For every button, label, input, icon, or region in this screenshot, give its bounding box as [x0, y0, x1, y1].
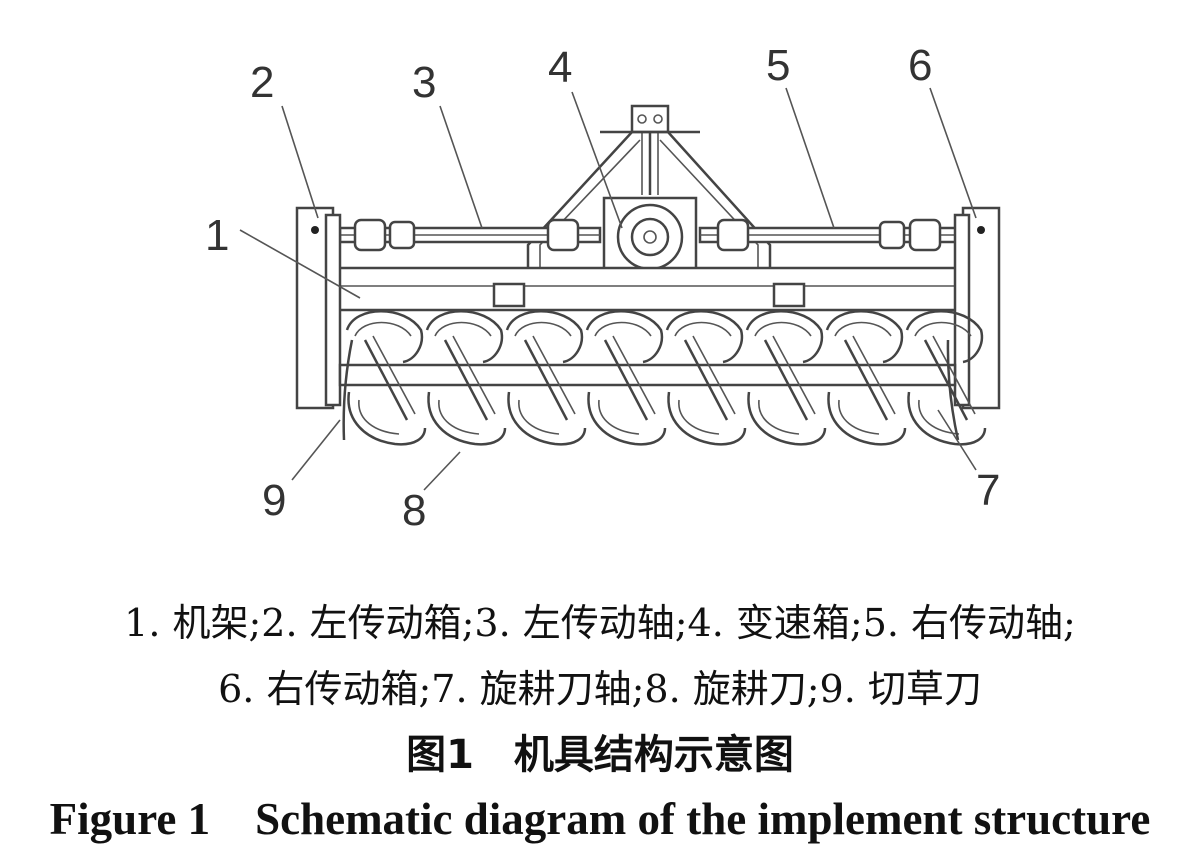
callout-3: 3	[412, 58, 436, 107]
callout-1: 1	[205, 211, 229, 260]
rotary-blade	[354, 321, 412, 337]
rotary-blade	[594, 321, 652, 337]
rotary-blade	[914, 321, 972, 337]
callout-4: 4	[548, 43, 572, 92]
rotary-blade	[443, 339, 489, 421]
side-drive-boxes	[295, 206, 1001, 410]
rotary-blade	[834, 321, 892, 337]
callout-9: 9	[262, 476, 286, 525]
rotary-blade	[518, 399, 560, 435]
rotary-blade	[667, 391, 747, 446]
figure-title-chinese: 图1 机具结构示意图	[406, 732, 794, 778]
rotary-blade	[843, 339, 889, 421]
rotary-blade	[523, 339, 569, 421]
rotary-blade	[505, 310, 584, 364]
rotary-blade	[747, 391, 827, 446]
rotary-blade	[434, 321, 492, 337]
rotary-blade	[358, 399, 400, 435]
rotary-blade	[827, 391, 907, 446]
rotary-blade	[825, 310, 904, 364]
grass-cutter-blade	[946, 339, 960, 441]
rotary-blade	[923, 339, 969, 421]
rotary-blades	[342, 310, 987, 446]
legend-line-1: 1. 机架;2. 左传动箱;3. 左传动轴;4. 变速箱;5. 右传动轴;	[124, 601, 1076, 645]
rotary-blade	[665, 310, 744, 364]
rotary-blade	[683, 339, 729, 421]
rotary-blade	[763, 339, 809, 421]
rotary-blade	[932, 335, 976, 415]
rotary-blade	[587, 391, 667, 446]
figure-title-english: Figure 1 Schematic diagram of the implem…	[49, 794, 1151, 844]
rotary-blade	[372, 335, 416, 415]
callout-8: 8	[402, 486, 426, 535]
rotary-blade	[363, 339, 409, 421]
callout-7: 7	[976, 466, 1000, 515]
blade-shaft	[338, 363, 957, 387]
grass-cutter-blade	[342, 339, 354, 441]
rotary-blade	[772, 335, 816, 415]
leader-lines	[239, 87, 977, 491]
rotary-blade	[838, 399, 880, 435]
universal-joints	[353, 218, 942, 252]
rotary-blade	[907, 391, 987, 446]
callout-labels: 1 2 3 4 5 6 7 8 9	[205, 41, 1000, 535]
rotary-blade	[425, 310, 504, 364]
rotary-blade	[612, 335, 656, 415]
rotary-blade	[598, 399, 640, 435]
callout-2: 2	[250, 58, 274, 107]
rotary-blade	[438, 399, 480, 435]
rotary-blade	[427, 391, 507, 446]
rotary-blade	[674, 321, 732, 337]
implement-structure-diagram: 1 2 3 4 5 6 7 8 9	[205, 41, 1001, 535]
rotary-blade	[514, 321, 572, 337]
callout-5: 5	[766, 41, 790, 90]
legend-line-2: 6. 右传动箱;7. 旋耕刀轴;8. 旋耕刀;9. 切草刀	[218, 667, 982, 711]
rotary-blade	[745, 310, 824, 364]
rotary-blade	[585, 310, 664, 364]
rotary-blade	[754, 321, 812, 337]
rotary-blade	[347, 391, 427, 446]
rotary-blade	[852, 335, 896, 415]
gearbox	[602, 196, 698, 282]
rotary-blade	[692, 335, 736, 415]
rotary-blade	[905, 310, 984, 364]
rotary-blade	[532, 335, 576, 415]
callout-6: 6	[908, 41, 932, 90]
rotary-blade	[678, 399, 720, 435]
rotary-blade	[507, 391, 587, 446]
rotary-blade	[452, 335, 496, 415]
rotary-blade	[603, 339, 649, 421]
rotary-blade	[345, 310, 424, 364]
rotary-blade	[758, 399, 800, 435]
main-frame	[328, 266, 972, 312]
